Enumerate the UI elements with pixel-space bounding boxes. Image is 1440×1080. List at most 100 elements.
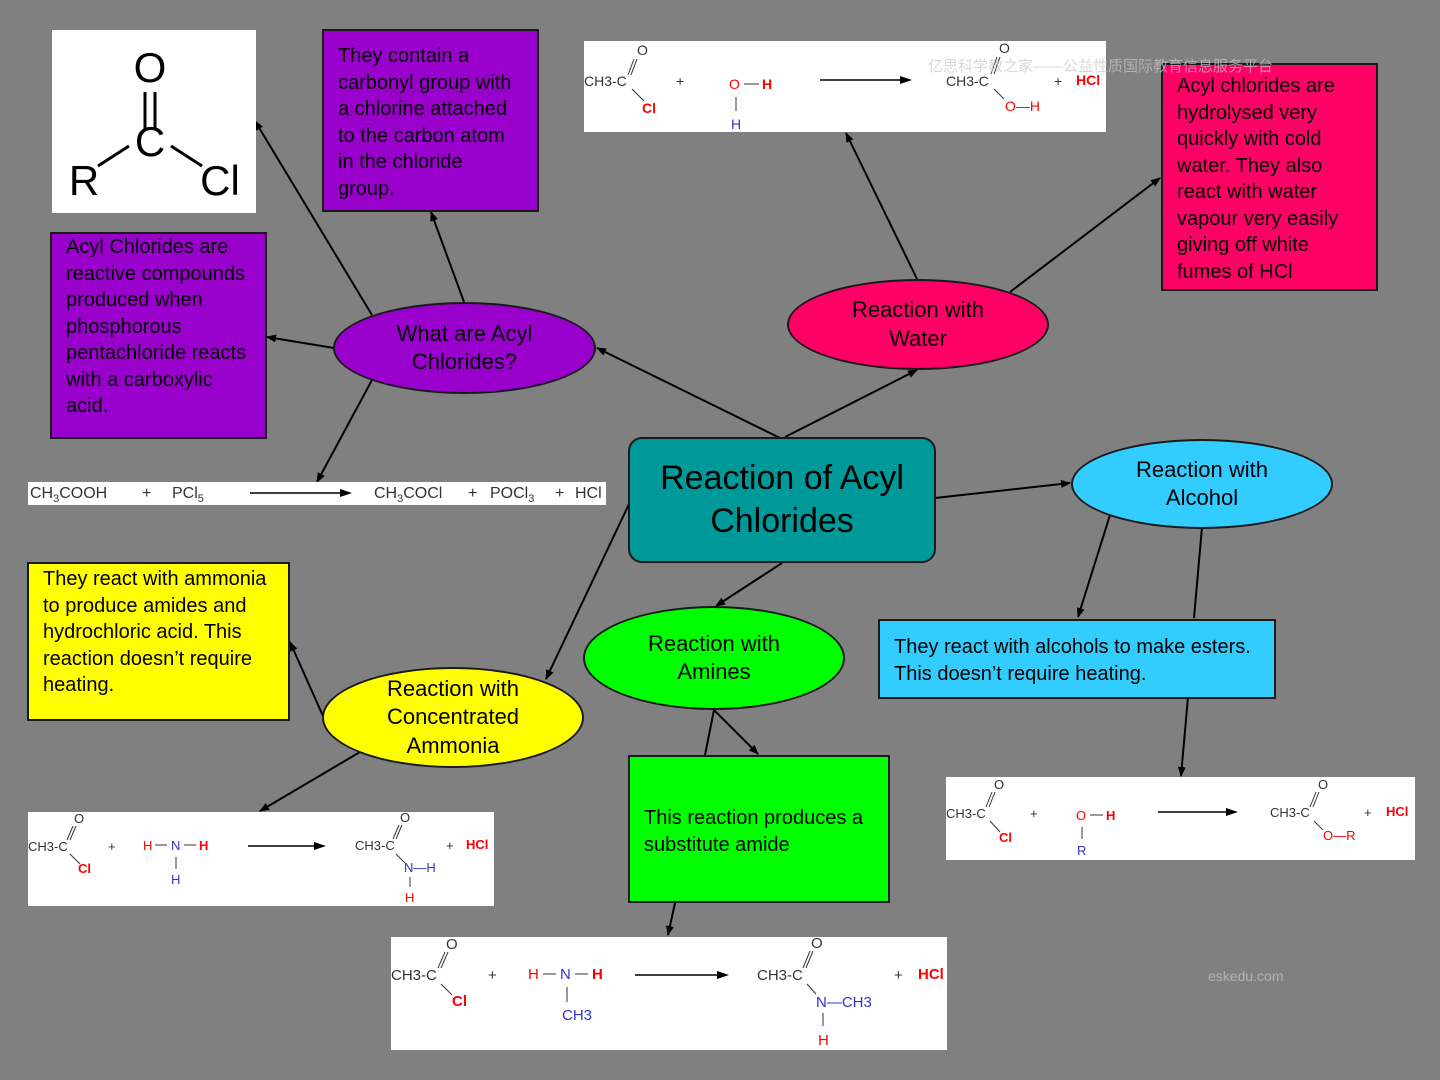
arrow-amines-to-note (713, 709, 759, 755)
note-produced: Acyl Chlorides are reactive compounds pr… (50, 232, 267, 439)
ammonia-acyl: CH3-C (28, 839, 68, 854)
pcl5-plus-2: + (468, 485, 477, 502)
water-cl: Cl (642, 100, 656, 116)
ammonia-h-right: H (199, 838, 208, 853)
pcl5-product1: CH3COCl (374, 485, 442, 505)
arrow-what-to-carbonyl (430, 211, 465, 303)
arrow-water-to-equation (845, 132, 918, 280)
pcl5-reactant1: CH3COOH (30, 485, 107, 505)
alcohol-plus-2: + (1364, 805, 1372, 820)
acyl-chloride-structure-image: O C R Cl (52, 30, 256, 213)
line-amines-to-note (704, 709, 715, 756)
arrow-amines-note-to-equation (666, 902, 676, 936)
note-alcohol: They react with alcohols to make esters.… (878, 619, 1276, 699)
equation-pcl5: CH3COOH + PCl5 CH3COCl + POCl3 + HCl (28, 482, 606, 505)
note-carbonyl-text: They contain a carbonyl group with a chl… (338, 45, 512, 200)
water-h: H (762, 76, 772, 92)
equation-ammonia: CH3-C O Cl + H N H H CH3-C O N—H H + HCl (28, 812, 494, 906)
note-alcohol-text: They react with alcohols to make esters.… (894, 636, 1251, 685)
structure-oxygen: O (134, 44, 167, 91)
amines-product-o: O (811, 937, 823, 952)
alcohol-product-or: O—R (1323, 828, 1356, 843)
ammonia-product-h: H (405, 890, 414, 905)
water-h2: H (731, 116, 741, 132)
amines-product-nch3: N—CH3 (816, 994, 872, 1011)
arrow-alcohol-note-to-equation (1177, 696, 1189, 777)
arrow-center-to-ammonia (545, 501, 631, 680)
amines-product-h: H (818, 1032, 829, 1049)
note-produced-text: Acyl Chlorides are reactive compounds pr… (66, 236, 247, 417)
arrow-what-to-structure (254, 120, 373, 316)
node-reaction-with-water[interactable]: Reaction with Water (787, 279, 1049, 370)
alcohol-h: H (1106, 808, 1115, 823)
structure-chlorine: Cl (200, 157, 240, 204)
arrow-center-to-amines (715, 562, 783, 607)
arrow-center-to-alcohol (934, 480, 1071, 499)
pcl5-product2: POCl3 (490, 485, 534, 505)
note-ammonia-text: They react with ammonia to produce amide… (43, 568, 267, 696)
structure-carbon: C (135, 118, 165, 165)
ammonia-plus: + (108, 839, 116, 854)
equation-alcohol: CH3-C O Cl + O H R CH3-C O O—R + HCl (946, 777, 1415, 860)
amines-plus-2: + (894, 967, 903, 984)
pcl5-plus-3: + (555, 485, 564, 502)
water-product-oh: O—H (1005, 98, 1040, 114)
alcohol-o: O (994, 777, 1004, 792)
arrow-ammonia-to-equation (259, 751, 361, 812)
arrow-ammonia-to-note (289, 641, 324, 717)
alcohol-product-o: O (1318, 777, 1328, 792)
arrow-water-to-note (1009, 177, 1161, 293)
note-carbonyl-group: They contain a carbonyl group with a chl… (322, 29, 539, 212)
water-product: CH3-C (946, 73, 989, 89)
ammonia-product-nh: N—H (404, 860, 436, 875)
center-title: Reaction of Acyl Chlorides (660, 459, 904, 540)
node-what-are-acyl-chlorides[interactable]: What are Acyl Chlorides? (333, 302, 596, 394)
ammonia-h-left: H (143, 838, 152, 853)
water-hcl: HCl (1076, 72, 1100, 88)
node-reaction-with-ammonia[interactable]: Reaction with Concentrated Ammonia (322, 667, 584, 768)
ammonia-product: CH3-C (355, 838, 395, 853)
water-plus: + (676, 73, 684, 89)
ammonia-h-bottom: H (171, 872, 180, 887)
alcohol-plus: + (1030, 806, 1038, 821)
ammonia-product-o: O (400, 812, 410, 825)
ammonia-cl: Cl (78, 861, 91, 876)
pcl5-reactant2: PCl5 (172, 485, 204, 505)
water-o2: O (729, 76, 740, 92)
ammonia-plus-2: + (446, 838, 454, 853)
alcohol-o2: O (1076, 808, 1086, 823)
node-ammonia-label: Reaction with Concentrated Ammonia (386, 675, 520, 758)
ammonia-hcl: HCl (466, 837, 488, 852)
equation-amines: CH3-C O Cl + H N H CH3 CH3-C O N—CH3 H +… (391, 937, 947, 1050)
node-reaction-with-amines[interactable]: Reaction with Amines (583, 606, 845, 710)
watermark-bottom: eskedu.com (1208, 968, 1284, 984)
pcl5-product3: HCl (575, 485, 602, 502)
alcohol-cl: Cl (999, 830, 1012, 845)
amines-cl: Cl (452, 993, 467, 1010)
node-amines-label: Reaction with Amines (647, 630, 781, 685)
arrow-center-to-water (784, 369, 918, 438)
arrow-alcohol-to-note (1076, 514, 1111, 618)
note-water: Acyl chlorides are hydrolysed very quick… (1161, 63, 1378, 291)
water-o: O (637, 42, 648, 58)
equation-water: CH3-C O Cl + O H H CH3-C O O—H + HCl (584, 41, 1106, 132)
ammonia-n: N (171, 838, 180, 853)
node-reaction-with-alcohol[interactable]: Reaction with Alcohol (1071, 439, 1333, 529)
amines-o: O (446, 937, 458, 953)
node-water-label: Reaction with Water (851, 297, 985, 351)
note-ammonia: They react with ammonia to produce amide… (27, 562, 290, 721)
note-water-text: Acyl chlorides are hydrolysed very quick… (1177, 75, 1339, 283)
amines-hcl: HCl (918, 966, 944, 983)
water-acyl: CH3-C (584, 73, 627, 89)
amines-plus: + (488, 967, 497, 984)
line-alcohol-to-note (1193, 526, 1203, 619)
amines-n: N (560, 966, 571, 983)
pcl5-plus: + (142, 485, 151, 502)
alcohol-r: R (1077, 843, 1086, 858)
ammonia-o: O (74, 812, 84, 826)
center-node[interactable]: Reaction of Acyl Chlorides (628, 437, 936, 563)
arrow-what-to-produced (266, 334, 335, 349)
watermark-top: 亿思科学教之家——公益性质国际教育信息服务平台 (928, 58, 1274, 75)
amines-h-right: H (592, 966, 603, 983)
